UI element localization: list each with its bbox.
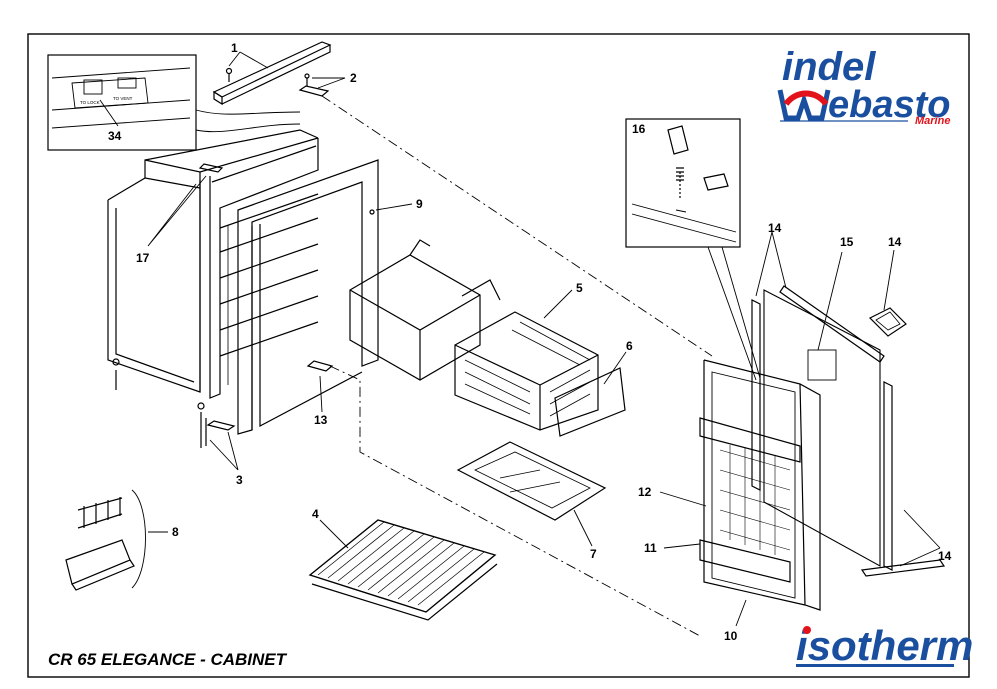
callout-16: 16 [632, 122, 646, 136]
inset-label-right: TO VENT [113, 96, 133, 101]
callout-numbers: 1 2 3 4 5 6 7 8 9 10 11 12 13 14 15 14 1… [108, 41, 952, 643]
drip-tray [456, 441, 607, 521]
logo-webasto-text: ebasto [828, 84, 950, 126]
callout-9: 9 [416, 197, 423, 211]
callout-2: 2 [350, 71, 357, 85]
door-gasket-and-panel [751, 285, 946, 577]
callout-14-right-top: 14 [888, 235, 902, 249]
isotherm-red-dot-icon [803, 626, 811, 634]
alignment-lines [321, 95, 713, 637]
callout-8: 8 [172, 525, 179, 539]
callout-3: 3 [236, 473, 243, 487]
callout-15: 15 [840, 235, 854, 249]
callout-1: 1 [231, 41, 238, 55]
callout-6: 6 [626, 339, 633, 353]
diagram-title: CR 65 ELEGANCE - CABINET [48, 650, 287, 669]
top-cover-strip [212, 41, 332, 106]
freezer-door [554, 367, 626, 437]
callout-14-left: 14 [768, 221, 782, 235]
callout-leaders [99, 51, 941, 627]
drawing-frame [27, 33, 970, 678]
inset-label-left: TO LOCK [80, 100, 100, 105]
freezer-compartment [454, 311, 599, 431]
door-assembly [699, 359, 821, 611]
logo-isotherm-text: isotherm [796, 622, 973, 669]
webasto-red-arc-icon [783, 90, 829, 106]
callout-4: 4 [312, 507, 319, 521]
inset-detail-16 [625, 118, 761, 381]
evaporator-box [349, 239, 501, 381]
egg-rack-and-bin [65, 489, 146, 591]
callout-5: 5 [576, 281, 583, 295]
callout-17: 17 [136, 251, 150, 265]
callout-10: 10 [724, 629, 738, 643]
callout-34: 34 [108, 129, 122, 143]
inset-detail-34: TO LOCK TO VENT [47, 54, 301, 151]
indel-webasto-logo: indel ebasto Marine [777, 45, 950, 127]
callout-14-right-bottom: 14 [938, 549, 952, 563]
callout-7: 7 [590, 547, 597, 561]
isotherm-logo: isotherm [796, 622, 973, 669]
logo-indel-text: indel [782, 45, 876, 89]
hinge-bracket-top [298, 73, 330, 97]
callout-12: 12 [638, 485, 652, 499]
callout-11: 11 [644, 541, 657, 555]
logo-marine-text: Marine [915, 115, 950, 127]
front-frame [237, 159, 379, 435]
cabinet-body [107, 129, 319, 448]
webasto-w-mark-icon [777, 89, 831, 121]
callout-13: 13 [314, 413, 328, 427]
wire-shelf [308, 519, 498, 621]
